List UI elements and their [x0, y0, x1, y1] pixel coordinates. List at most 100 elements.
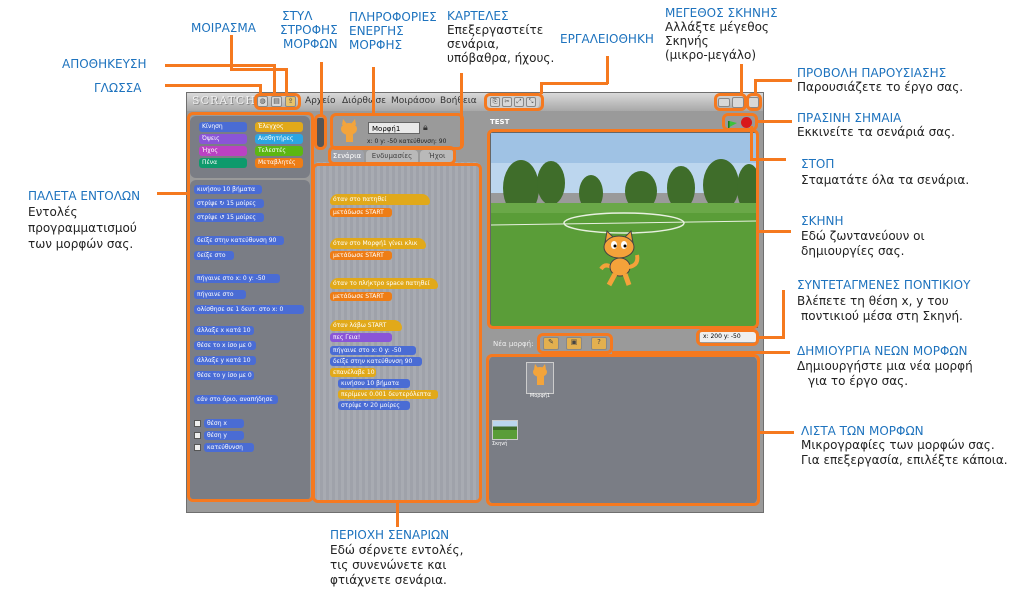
category-control[interactable]: Έλεγχος	[255, 122, 303, 132]
annotation-scripts-line3: φτιάχνετε σενάρια.	[330, 573, 447, 587]
small-stage-icon[interactable]	[718, 98, 730, 107]
annotation-sprite-list-title: ΛΙΣΤΑ ΤΩΝ ΜΟΡΦΩΝ	[801, 424, 924, 438]
checkbox[interactable]	[194, 432, 201, 439]
annotation-share-title: ΜΟΙΡΑΣΜΑ	[191, 21, 256, 35]
category-sensing[interactable]: Αισθητήρες	[255, 134, 303, 144]
cat-sprite-icon[interactable]	[595, 229, 643, 289]
palette-block[interactable]: εάν στο όριο, αναπήδησε	[194, 395, 278, 404]
sprite-list-item-label: Μορφή1	[529, 393, 551, 399]
menu-share[interactable]: Μοιράσου	[391, 96, 436, 106]
annotation-scripts-line2: τις συνενώνετε και	[330, 558, 447, 572]
script-block[interactable]: πες Γεια!	[330, 333, 392, 342]
shrink-tool-icon[interactable]: ⤡	[526, 97, 536, 107]
share-icon[interactable]: ⇪	[285, 96, 296, 107]
stop-icon[interactable]	[741, 117, 752, 128]
annotation-new-sprite-line2: για το έργο σας.	[808, 374, 909, 388]
annotation-sprite-list-line1: Μικρογραφίες των μορφών σας.	[801, 438, 995, 452]
annotation-tabs-line2: σενάρια,	[447, 37, 500, 51]
highlight-stage	[487, 129, 759, 329]
category-variables[interactable]: Μεταβλητές	[255, 158, 303, 168]
duplicate-tool-icon[interactable]: ⎘	[490, 97, 500, 107]
script-block[interactable]: δείξε στην κατεύθυνση 90	[330, 357, 422, 366]
script-block[interactable]: μετάδωσε START	[330, 251, 392, 260]
open-sprite-icon[interactable]: ▣	[566, 337, 582, 350]
script-block[interactable]: όταν στο πατηθεί	[330, 194, 430, 205]
annotation-toolbar-title: ΕΡΓΑΛΕΙΟΘΗΚΗ	[560, 32, 654, 46]
highlight-rotation	[314, 114, 327, 150]
tab-sounds[interactable]: Ήχοι	[420, 150, 454, 162]
annotation-language-title: ΓΛΩΣΣΑ	[94, 81, 142, 95]
toolbar: ⎘ ✂ ⤢ ⤡	[487, 96, 539, 108]
annotation-save-title: ΑΠΟΘΗΚΕΥΣΗ	[62, 57, 147, 71]
random-sprite-icon[interactable]: ?	[591, 337, 607, 350]
script-block[interactable]: κινήσου 10 βήματα	[338, 379, 410, 388]
palette-block[interactable]: ολίσθησε σε 1 δευτ. στο x: 0	[194, 305, 304, 314]
category-looks[interactable]: Όψεις	[199, 134, 247, 144]
rotation-style-buttons[interactable]	[316, 118, 324, 148]
tab-costumes[interactable]: Ενδυμασίες	[366, 150, 418, 162]
annotation-info-line2: ΕΝΕΡΓΗΣ	[349, 24, 404, 38]
tab-scripts[interactable]: Σενάρια	[330, 150, 364, 162]
save-icon[interactable]: ▤	[271, 96, 282, 107]
script-block[interactable]: μετάδωσε START	[330, 208, 392, 217]
annotation-stage-size-title: ΜΕΓΕΘΟΣ ΣΚΗΝΗΣ	[665, 6, 778, 20]
annotation-stage-line1: Εδώ ζωντανεύουν οι	[801, 229, 925, 243]
globe-icon[interactable]: ◍	[257, 96, 268, 107]
palette-block[interactable]: πήγαινε στο	[194, 290, 246, 299]
script-block[interactable]: όταν λάβω START	[330, 320, 402, 331]
palette-block[interactable]: θέσε το x ίσο με 0	[194, 341, 256, 350]
stage-title: TEST	[490, 118, 510, 126]
script-block[interactable]: επανέλαβε 10	[330, 368, 376, 377]
category-operators[interactable]: Τελεστές	[255, 146, 303, 156]
script-block[interactable]: όταν το πλήκτρο space πατηθεί	[330, 278, 438, 289]
sprite-coordinates: x: 0 y: -50 κατεύθυνση: 90	[367, 138, 447, 145]
script-block[interactable]: όταν στο Μορφή1 γίνει κλικ	[330, 238, 426, 249]
script-block[interactable]: στρίψε ↻ 20 μοίρες	[338, 401, 410, 410]
scripts-area[interactable]	[314, 162, 480, 502]
annotation-stop-line1: Σταματάτε όλα τα σενάρια.	[801, 173, 970, 187]
palette-block[interactable]: δείξε στο	[194, 251, 234, 260]
lock-icon[interactable]: 🔒︎	[423, 123, 428, 133]
large-stage-icon[interactable]	[732, 97, 744, 108]
annotation-stage-title: ΣΚΗΝΗ	[801, 214, 844, 228]
palette-block[interactable]: θέση x	[204, 419, 244, 428]
menu-edit[interactable]: Διόρθωσε	[342, 96, 387, 106]
annotation-presentation-line1: Παρουσιάζετε το έργο σας.	[797, 80, 964, 94]
script-block[interactable]: πήγαινε στο x: 0 y: -50	[330, 346, 416, 355]
category-motion[interactable]: Κίνηση	[199, 122, 247, 132]
highlight-new-sprite	[537, 333, 613, 354]
sprite-list-item[interactable]	[526, 362, 554, 394]
palette-block[interactable]: κατεύθυνση	[204, 443, 254, 452]
annotation-stop-title: ΣΤΟΠ	[801, 157, 835, 171]
category-sound[interactable]: Ήχος	[199, 146, 247, 156]
palette-block[interactable]: άλλαξε y κατά 10	[194, 356, 256, 365]
paint-new-sprite-icon[interactable]: ✎	[543, 337, 559, 350]
stage-thumbnail[interactable]	[492, 420, 518, 440]
stage[interactable]	[490, 132, 758, 328]
checkbox[interactable]	[194, 444, 201, 451]
annotation-info-line1: ΠΛΗΡΟΦΟΡΙΕΣ	[349, 10, 437, 24]
delete-tool-icon[interactable]: ✂	[502, 97, 512, 107]
annotation-stage-line2: δημιουργίες σας.	[801, 244, 905, 258]
palette-block[interactable]: άλλαξε x κατά 10	[194, 326, 254, 335]
annotation-new-sprite-line1: Δημιουργήστε μια νέα μορφή	[797, 359, 973, 373]
script-block[interactable]: περίμενε 0.001 δευτερόλεπτα	[338, 390, 438, 399]
green-flag-icon[interactable]	[726, 117, 738, 132]
annotation-stage-size-line2: Σκηνής	[665, 34, 709, 48]
palette-block[interactable]: θέσε το y ίσο με 0	[194, 371, 254, 380]
category-pen[interactable]: Πένα	[199, 158, 247, 168]
palette-block[interactable]: στρίψε ↺ 15 μοίρες	[194, 213, 264, 222]
grow-tool-icon[interactable]: ⤢	[514, 97, 524, 107]
menu-help[interactable]: Βοήθεια	[440, 96, 477, 106]
checkbox[interactable]	[194, 420, 201, 427]
script-block[interactable]: μετάδωσε START	[330, 292, 392, 301]
palette-block[interactable]: στρίψε ↻ 15 μοίρες	[194, 199, 264, 208]
palette-block[interactable]: κινήσου 10 βήματα	[194, 185, 262, 194]
palette-block[interactable]: θέση y	[204, 431, 244, 440]
annotation-palette-title: ΠΑΛΕΤΑ ΕΝΤΟΛΩΝ	[28, 189, 141, 203]
annotation-palette-line3: των μορφών σας.	[28, 237, 134, 251]
palette-block[interactable]: πήγαινε στο x: 0 y: -50	[194, 274, 280, 283]
sprite-name-field[interactable]: Μορφή1	[368, 122, 420, 134]
annotation-new-sprite-title: ΔΗΜΙΟΥΡΓΙΑ ΝΕΩΝ ΜΟΡΦΩΝ	[797, 344, 968, 358]
palette-block[interactable]: δείξε στην κατεύθυνση 90	[194, 236, 284, 245]
